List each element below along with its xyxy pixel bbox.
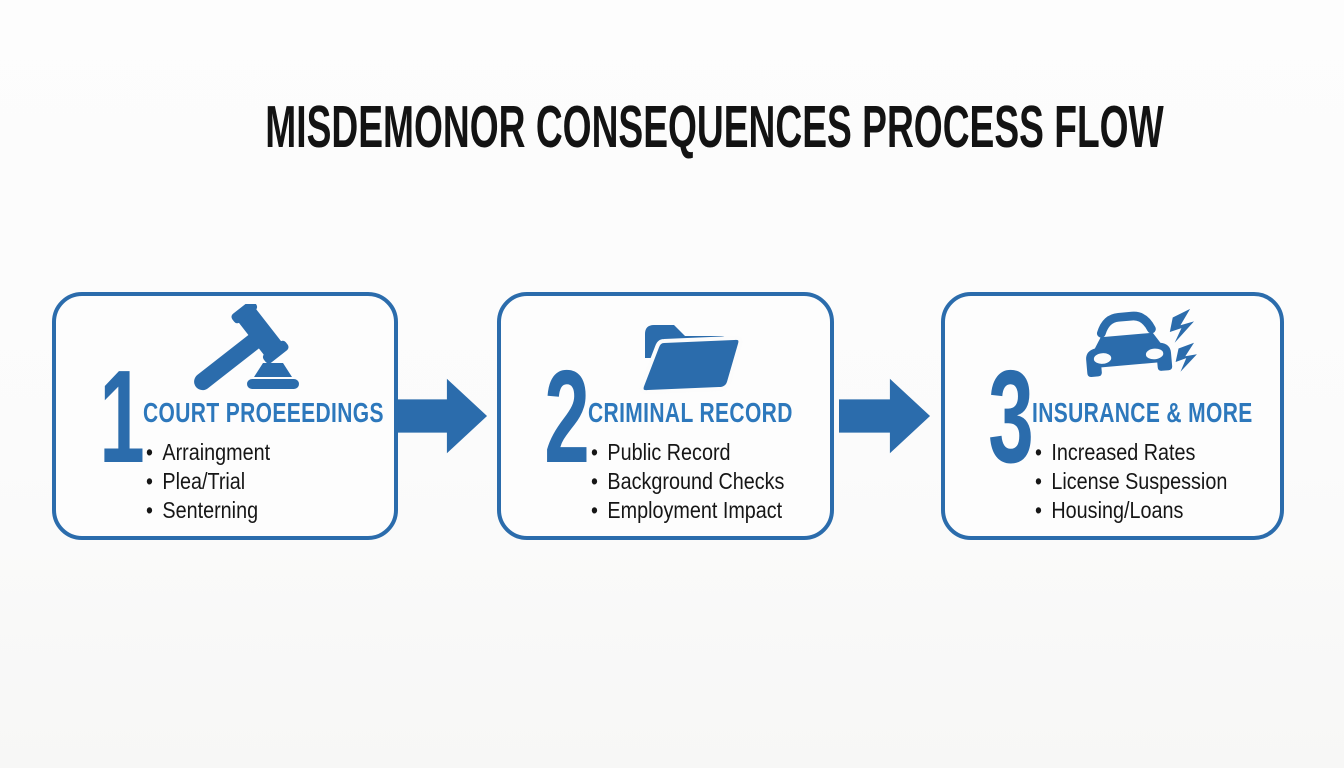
bullet-item: Employment Impact — [591, 496, 784, 525]
bullet-item: License Suspession — [1035, 467, 1227, 496]
page-title: MISDEMONOR CONSEQUENCES PROCESS FLOW — [265, 94, 1164, 160]
arrow-right-icon — [396, 371, 489, 461]
step-2-heading: CRIMINAL RECORD — [588, 397, 793, 428]
step-3-number: 3 — [988, 343, 1034, 490]
bullet-item: Arraingment — [146, 438, 270, 467]
bullet-item: Background Checks — [591, 467, 784, 496]
bullet-item: Plea/Trial — [146, 467, 270, 496]
step-2-number: 2 — [544, 343, 590, 490]
bullet-item: Senterning — [146, 496, 270, 525]
arrow-right-icon — [839, 371, 932, 461]
step-box-3: 3 INSURANCE & MORE Increased Rates Licen… — [941, 292, 1284, 540]
folder-icon — [625, 304, 757, 396]
bullet-item: Increased Rates — [1035, 438, 1227, 467]
step-3-bullets: Increased Rates License Suspession Housi… — [1035, 438, 1227, 525]
step-1-bullets: Arraingment Plea/Trial Senterning — [146, 438, 270, 525]
step-box-2: 2 CRIMINAL RECORD Public Record Backgrou… — [497, 292, 834, 540]
step-3-heading: INSURANCE & MORE — [1032, 397, 1253, 428]
step-1-heading: COURT PROEEEDINGS — [143, 397, 384, 428]
step-2-bullets: Public Record Background Checks Employme… — [591, 438, 784, 525]
step-1-number: 1 — [99, 343, 145, 490]
gavel-icon — [180, 304, 312, 396]
bullet-item: Public Record — [591, 438, 784, 467]
bullet-item: Housing/Loans — [1035, 496, 1227, 525]
step-box-1: 1 COURT PROEEEDINGS Arraingment Plea/Tri… — [52, 292, 398, 540]
car-crash-icon — [1069, 304, 1201, 396]
